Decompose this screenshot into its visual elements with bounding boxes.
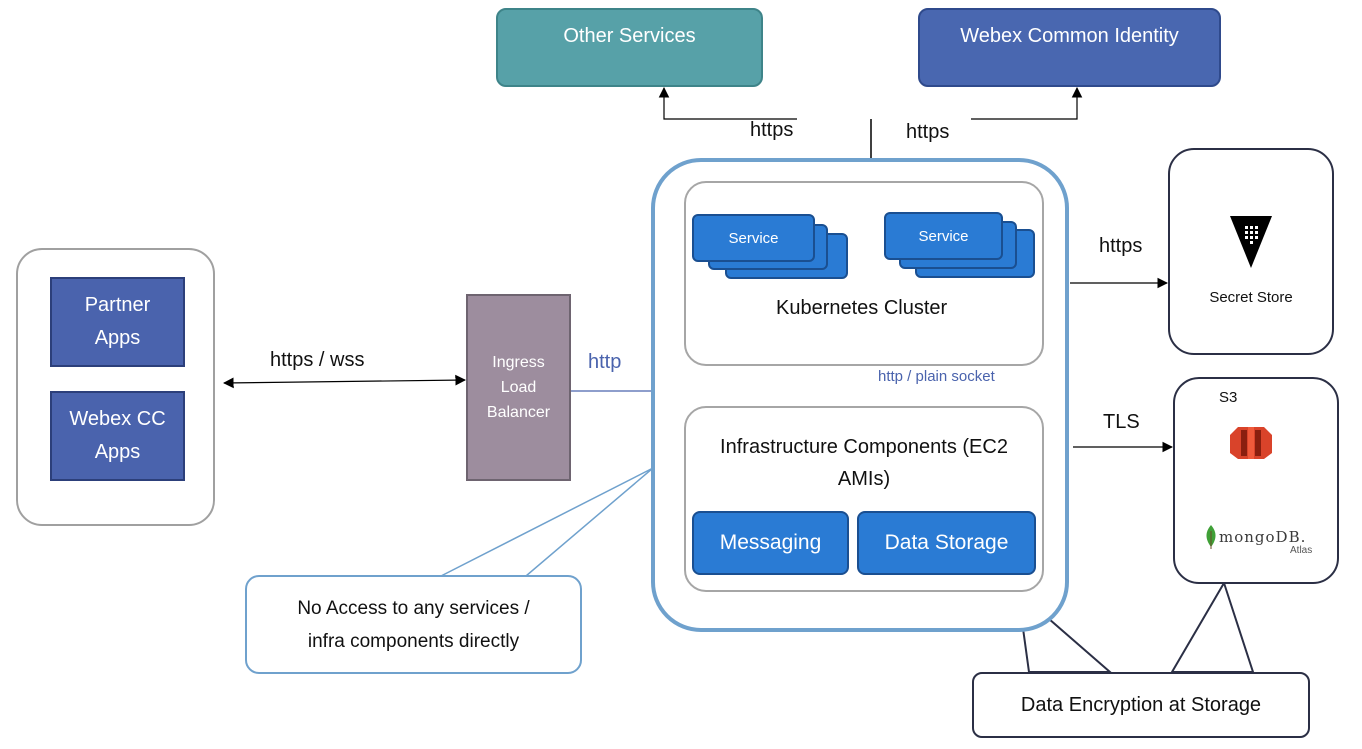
no-access-callout: No Access to any services / infra compon… bbox=[245, 575, 582, 674]
infrastructure-title-line1: Infrastructure Components (EC2 bbox=[720, 436, 1008, 458]
s3-label: S3 bbox=[1219, 389, 1238, 406]
http-label: http bbox=[588, 351, 622, 373]
service-label-2: Service bbox=[918, 227, 969, 245]
https-label-left: https bbox=[750, 119, 794, 141]
webex-common-identity-box: Webex Common Identity bbox=[918, 8, 1221, 87]
service-box-1: Service bbox=[692, 214, 815, 262]
kubernetes-cluster-label: Kubernetes Cluster bbox=[776, 297, 948, 319]
ingress-load-balancer: Ingress Load Balancer bbox=[466, 294, 571, 481]
infrastructure-title: Infrastructure Components (EC2 AMIs) bbox=[686, 431, 1042, 495]
data-storage-box: Data Storage bbox=[857, 511, 1036, 575]
http-plain-socket-label: http / plain socket bbox=[878, 368, 995, 385]
data-encryption-label: Data Encryption at Storage bbox=[1020, 693, 1262, 716]
webex-common-identity-label: Webex Common Identity bbox=[960, 25, 1179, 47]
ingress-line2: Load bbox=[500, 379, 537, 396]
partner-apps-box: Partner Apps bbox=[50, 277, 185, 367]
https-secret-label: https bbox=[1099, 235, 1143, 257]
no-access-line2: infra components directly bbox=[307, 630, 520, 652]
secret-store-box: Secret Store bbox=[1168, 148, 1334, 355]
tls-label: TLS bbox=[1103, 411, 1140, 433]
service-label-1: Service bbox=[728, 229, 779, 247]
mongodb-leaf-icon bbox=[1206, 525, 1216, 549]
data-storage-label: Data Storage bbox=[884, 531, 1009, 554]
webex-cc-apps-line1: Webex CC bbox=[69, 408, 166, 430]
messaging-label: Messaging bbox=[719, 531, 822, 554]
webex-cc-apps-box: Webex CC Apps bbox=[50, 391, 185, 481]
https-wss-label: https / wss bbox=[270, 349, 365, 371]
data-encryption-callout: Data Encryption at Storage bbox=[972, 672, 1310, 738]
no-access-line1: No Access to any services / bbox=[297, 597, 530, 619]
aws-s3-icon bbox=[1230, 427, 1272, 459]
messaging-box: Messaging bbox=[692, 511, 849, 575]
partner-apps-line2: Apps bbox=[94, 327, 141, 349]
to-other-services-arrow bbox=[658, 86, 797, 120]
vault-icon bbox=[1230, 216, 1272, 268]
no-access-pointer bbox=[440, 467, 654, 577]
mongodb-atlas-text: Atlas bbox=[1290, 545, 1313, 556]
infrastructure-title-line2: AMIs) bbox=[837, 468, 891, 490]
ingress-line3: Balancer bbox=[486, 404, 551, 421]
mongodb-logo-text: mongoDB. bbox=[1219, 528, 1307, 546]
partner-apps-line1: Partner bbox=[84, 294, 151, 316]
other-services-label: Other Services bbox=[563, 25, 696, 47]
to-webex-ci-arrow bbox=[971, 86, 1083, 120]
webex-cc-apps-line2: Apps bbox=[94, 441, 141, 463]
https-label-right: https bbox=[906, 121, 950, 143]
encryption-pointer-s3 bbox=[1170, 580, 1255, 673]
ingress-line1: Ingress bbox=[492, 354, 545, 371]
secret-store-label: Secret Store bbox=[1209, 289, 1293, 306]
other-services-box: Other Services bbox=[496, 8, 763, 87]
service-box-2: Service bbox=[884, 212, 1003, 260]
storage-services-box: S3 mongoDB. Atlas bbox=[1173, 377, 1339, 584]
clients-ingress-arrow bbox=[222, 374, 467, 389]
